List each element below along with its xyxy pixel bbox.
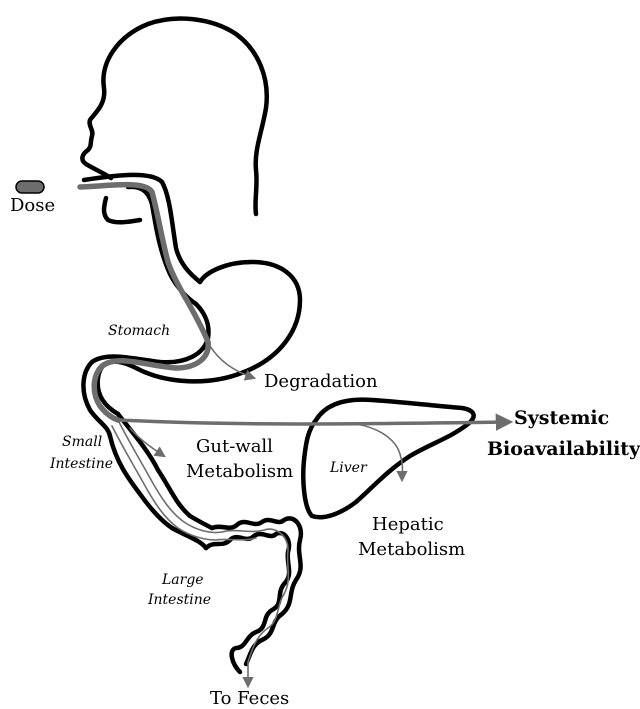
- large-intestine-label-1: Large: [161, 572, 204, 588]
- dose-pill-icon: [16, 181, 44, 193]
- large-intestine-label-2: Intestine: [147, 592, 211, 608]
- jaw-outline: [104, 198, 140, 222]
- systemic-label-1: Systemic: [514, 407, 609, 429]
- gut-wall-label-2: Metabolism: [186, 461, 293, 482]
- large-intestine-outer: [206, 533, 289, 672]
- hepatic-label-2: Metabolism: [358, 539, 465, 560]
- stomach-label: Stomach: [108, 323, 170, 339]
- dose-label: Dose: [10, 195, 55, 216]
- stomach-outline: [83, 262, 300, 436]
- liver-label: Liver: [329, 460, 368, 476]
- liver-outline: [303, 400, 473, 518]
- hepatic-label-1: Hepatic: [372, 514, 444, 535]
- gut-wall-label-1: Gut-wall: [196, 436, 273, 457]
- systemic-label-2: Bioavailability: [487, 438, 640, 460]
- degradation-arrow: [210, 346, 254, 378]
- feces-label: To Feces: [210, 688, 289, 709]
- small-intestine-label-1: Small: [62, 434, 102, 450]
- small-intestine-label-2: Intestine: [49, 456, 113, 472]
- degradation-label: Degradation: [264, 371, 378, 392]
